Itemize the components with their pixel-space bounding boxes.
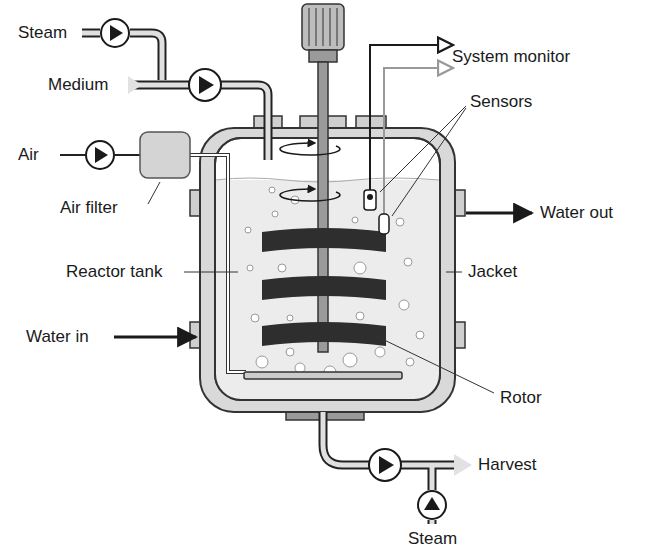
motor (302, 4, 344, 50)
part-label: Air filter (60, 198, 118, 218)
flow-arrow (114, 336, 196, 339)
part-label: Medium (48, 75, 108, 95)
part-label: Steam (18, 23, 67, 43)
flow-arrow (128, 76, 142, 94)
pump-symbol (101, 19, 129, 47)
leader-line (446, 272, 462, 273)
leader-line (148, 182, 160, 204)
leader-line (380, 106, 466, 192)
part-label: Sensors (470, 92, 532, 112)
motor-ribs (309, 8, 337, 46)
pipes (60, 33, 454, 524)
sensor-probe (364, 190, 376, 210)
pump-symbol (369, 449, 401, 481)
part-label: Water out (540, 203, 613, 223)
rotor-blade (262, 228, 386, 252)
leader-line (376, 336, 494, 393)
rotation-arrow (280, 143, 340, 155)
part-label: Water in (26, 327, 89, 347)
pump-symbol (86, 141, 114, 169)
part-label: Jacket (468, 262, 517, 282)
rotor-blade (262, 276, 386, 300)
leader-line (184, 272, 238, 273)
sparger (244, 372, 402, 379)
part-label: Harvest (478, 455, 537, 475)
part-label: Reactor tank (66, 262, 162, 282)
air-filter (140, 132, 190, 178)
flow-arrow (466, 212, 532, 215)
part-label: System monitor (452, 47, 570, 67)
pump-symbol (189, 69, 221, 101)
air-bubbles (245, 187, 424, 378)
sensor-probe (367, 194, 373, 200)
air-line (190, 155, 246, 372)
part-label: Steam (408, 529, 457, 549)
coupling (309, 50, 337, 62)
sensor-probe (379, 214, 389, 234)
rotor-blade (262, 322, 386, 346)
part-label: Air (18, 145, 39, 165)
leader-line (392, 108, 466, 216)
flow-arrow (454, 454, 472, 476)
shaft (318, 62, 328, 352)
pump-symbol (418, 491, 446, 519)
rotation-arrow (280, 189, 340, 201)
air-line (190, 155, 246, 372)
part-label: Rotor (500, 388, 542, 408)
